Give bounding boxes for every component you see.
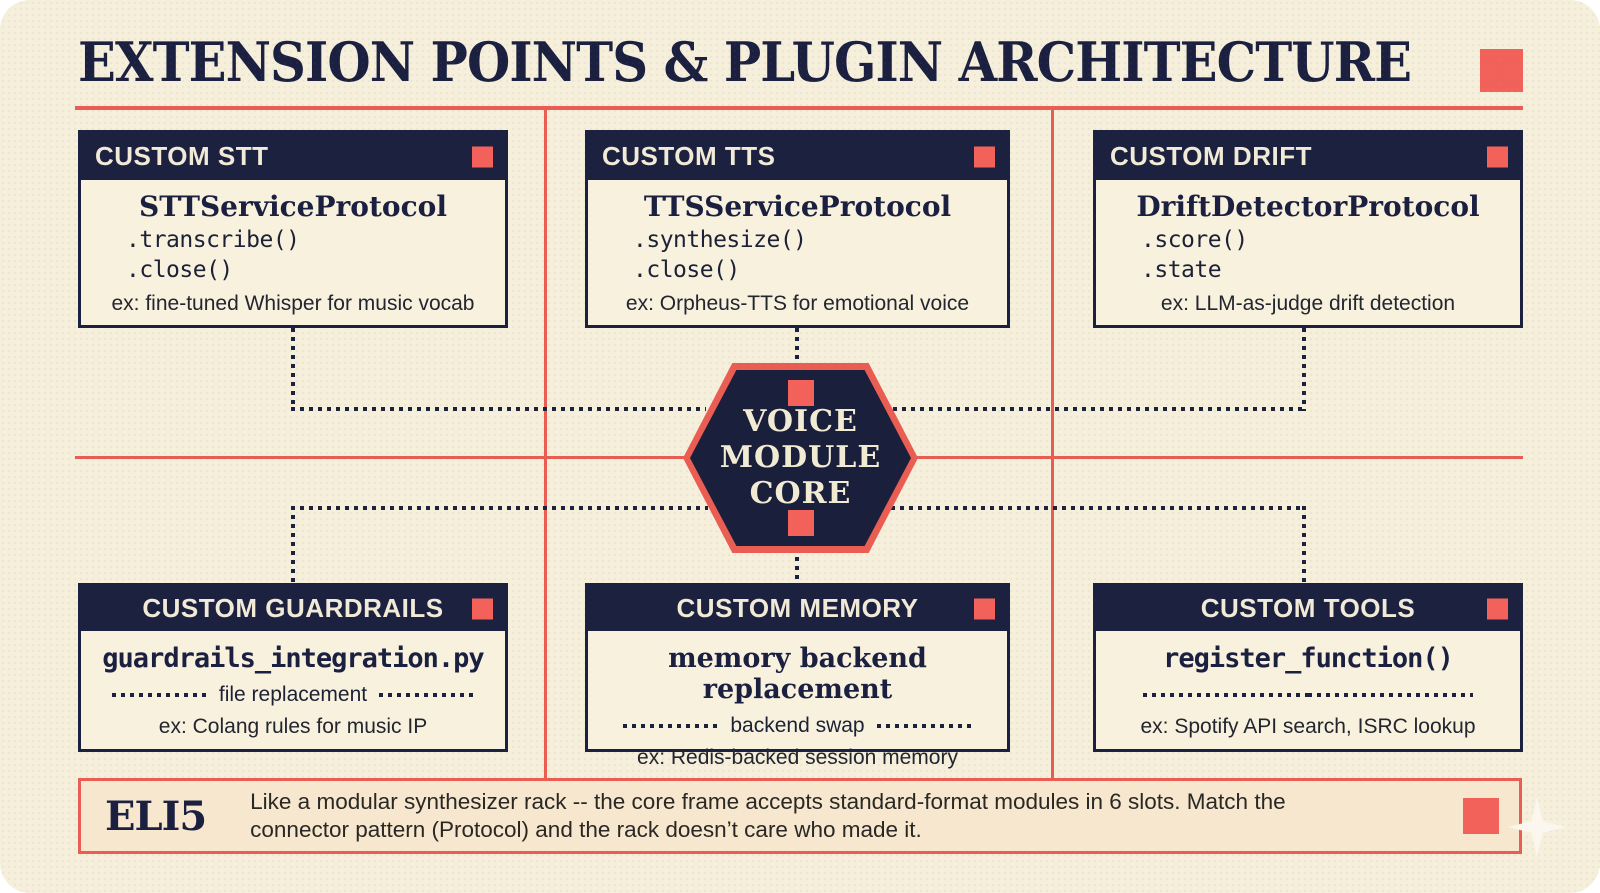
module-box-custom-tools: CUSTOM TOOLS register_function() ex: Spo… (1093, 583, 1523, 752)
connector-drift-vertical (1302, 328, 1306, 411)
module-header: CUSTOM TOOLS (1096, 586, 1520, 631)
accent-square-icon (974, 598, 995, 619)
connector-stt-vertical (291, 328, 295, 411)
eli5-callout: ELI5 Like a modular synthesizer rack -- … (78, 778, 1522, 854)
connector-guardrails-vertical (291, 506, 295, 585)
accent-square-icon (1487, 598, 1508, 619)
page-title: EXTENSION POINTS & PLUGIN ARCHITECTURE (78, 30, 1412, 94)
module-header-label: CUSTOM DRIFT (1110, 141, 1312, 171)
module-box-custom-guardrails: CUSTOM GUARDRAILS guardrails_integration… (78, 583, 508, 752)
core-label-line: CORE (749, 476, 852, 511)
protocol-method: .state (1141, 257, 1222, 283)
module-header: CUSTOM TTS (588, 133, 1007, 180)
connector-drift-horizontal (893, 407, 1304, 411)
module-sub-label: backend swap (730, 714, 865, 737)
column-divider-line-right (1051, 108, 1054, 778)
protocol-name: DriftDetectorProtocol (1136, 190, 1480, 223)
module-box-custom-stt: CUSTOM STT STTServiceProtocol .transcrib… (78, 130, 508, 328)
protocol-method: .score() (1141, 227, 1248, 253)
accent-square-icon (472, 598, 493, 619)
protocol-name: STTServiceProtocol (139, 190, 447, 223)
module-header-label: CUSTOM MEMORY (676, 593, 919, 623)
module-example: ex: Spotify API search, ISRC lookup (1140, 715, 1476, 738)
protocol-name: TTSServiceProtocol (643, 190, 952, 223)
connector-guardrails-horizontal (291, 506, 708, 510)
dotted-line (1143, 693, 1308, 697)
module-header: CUSTOM STT (81, 133, 505, 180)
module-sub-row: backend swap (588, 714, 1007, 737)
title-divider-line (75, 106, 1523, 110)
hexagon-inner: VOICE MODULE CORE (690, 370, 911, 546)
dotted-line (379, 693, 475, 697)
protocol-method: .transcribe() (126, 227, 300, 253)
module-header-label: CUSTOM STT (95, 141, 269, 171)
module-header-label: CUSTOM GUARDRAILS (142, 593, 444, 623)
title-accent-square-icon (1480, 49, 1523, 92)
eli5-label: ELI5 (105, 792, 207, 840)
module-main: register_function() (1163, 643, 1454, 674)
core-label-line: MODULE (719, 440, 882, 475)
module-box-custom-tts: CUSTOM TTS TTSServiceProtocol .synthesiz… (585, 130, 1010, 328)
module-example: ex: Redis-backed session memory (637, 746, 958, 769)
dotted-line (876, 724, 972, 728)
core-label-line: VOICE (743, 404, 858, 439)
module-header-label: CUSTOM TTS (602, 141, 776, 171)
connector-tools-vertical (1302, 506, 1306, 585)
eli5-text: Like a modular synthesizer rack -- the c… (250, 789, 1286, 842)
module-header: CUSTOM DRIFT (1096, 133, 1520, 180)
module-example: ex: Colang rules for music IP (158, 715, 428, 738)
accent-square-icon (472, 146, 493, 167)
module-header: CUSTOM GUARDRAILS (81, 586, 505, 631)
connector-tts-vertical (795, 328, 799, 368)
protocol-method: .close() (126, 257, 233, 283)
core-label: VOICE MODULE CORE (720, 404, 881, 512)
dotted-line (111, 693, 207, 697)
module-sub-row: file replacement (81, 683, 505, 706)
column-divider-line-left (544, 108, 547, 778)
voice-module-core-hexagon: VOICE MODULE CORE (683, 363, 918, 553)
module-box-custom-memory: CUSTOM MEMORY memory backend replacement… (585, 583, 1010, 769)
accent-square-icon (1487, 146, 1508, 167)
module-main: guardrails_integration.py (102, 643, 484, 674)
connector-tools-horizontal (891, 506, 1304, 510)
module-sub-row (1096, 684, 1520, 706)
module-main: memory backend replacement (668, 643, 927, 705)
connector-stt-horizontal (291, 407, 706, 411)
module-sub-label: file replacement (218, 683, 368, 706)
dotted-line (1308, 693, 1473, 697)
accent-square-icon (974, 146, 995, 167)
connector-memory-vertical (795, 548, 799, 585)
accent-square-icon (787, 510, 814, 536)
dotted-line (623, 724, 719, 728)
module-example: ex: Orpheus-TTS for emotional voice (625, 292, 970, 315)
protocol-method: .close() (633, 257, 740, 283)
protocol-method: .synthesize() (633, 227, 807, 253)
module-header: CUSTOM MEMORY (588, 586, 1007, 631)
module-example: ex: fine-tuned Whisper for music vocab (111, 292, 475, 315)
module-example: ex: LLM-as-judge drift detection (1160, 292, 1456, 315)
module-header-label: CUSTOM TOOLS (1200, 593, 1416, 623)
accent-square-icon (1463, 798, 1499, 834)
module-box-custom-drift: CUSTOM DRIFT DriftDetectorProtocol .scor… (1093, 130, 1523, 328)
accent-square-icon (787, 380, 814, 406)
